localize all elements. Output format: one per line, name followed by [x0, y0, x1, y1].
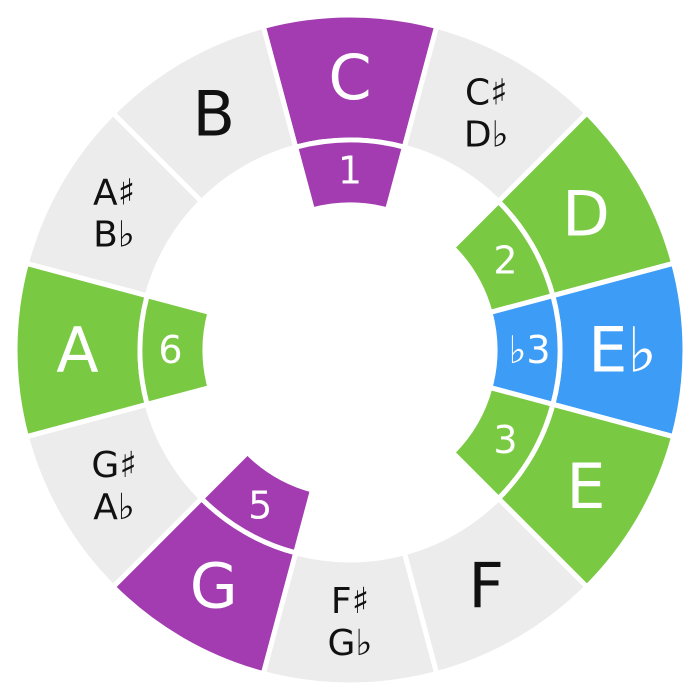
- note-label-As-1: A♯: [93, 172, 135, 213]
- degree-label-G: 5: [248, 483, 272, 527]
- center-hub: [206, 206, 494, 494]
- note-segment-B[interactable]: [109, 23, 299, 206]
- note-label-B: B: [192, 78, 235, 151]
- note-label-Fs-1: F♯: [331, 581, 369, 622]
- degree-divider: [497, 403, 555, 500]
- note-label-Fs-2: G♭: [328, 623, 373, 664]
- note-label-F: F: [468, 549, 504, 622]
- degree-label-Eb: ♭3: [508, 328, 550, 372]
- note-label-As-2: B♭: [93, 214, 135, 255]
- degree-label-A: 6: [158, 328, 182, 372]
- note-label-E: E: [566, 450, 605, 523]
- degree-divider: [200, 497, 297, 555]
- degree-label-E: 3: [493, 418, 517, 462]
- note-label-Cs-2: D♭: [464, 115, 509, 156]
- note-label-G: G: [190, 549, 238, 622]
- note-segments: [12, 12, 688, 688]
- degree-divider: [295, 138, 405, 150]
- note-label-A: A: [56, 314, 98, 387]
- note-label-C: C: [328, 41, 371, 114]
- note-label-Gs-1: G♯: [91, 445, 136, 486]
- note-label-Gs-2: A♭: [93, 487, 135, 528]
- degree-segments: [137, 137, 563, 556]
- note-label-D: D: [562, 177, 610, 250]
- note-label-Eb: E♭: [588, 314, 656, 387]
- degree-divider: [138, 295, 150, 405]
- note-label-Cs-1: C♯: [465, 73, 508, 114]
- degree-divider: [497, 200, 555, 297]
- degree-label-D: 2: [493, 238, 517, 282]
- labels: 1 C C♯D♭ 2 D ♭3 E♭ 3EF F♯G♭ 5G G♯A♭ 6 A A♯B♭ B: [56, 41, 656, 664]
- degree-label-C: 1: [338, 149, 362, 193]
- degree-divider: [550, 295, 562, 405]
